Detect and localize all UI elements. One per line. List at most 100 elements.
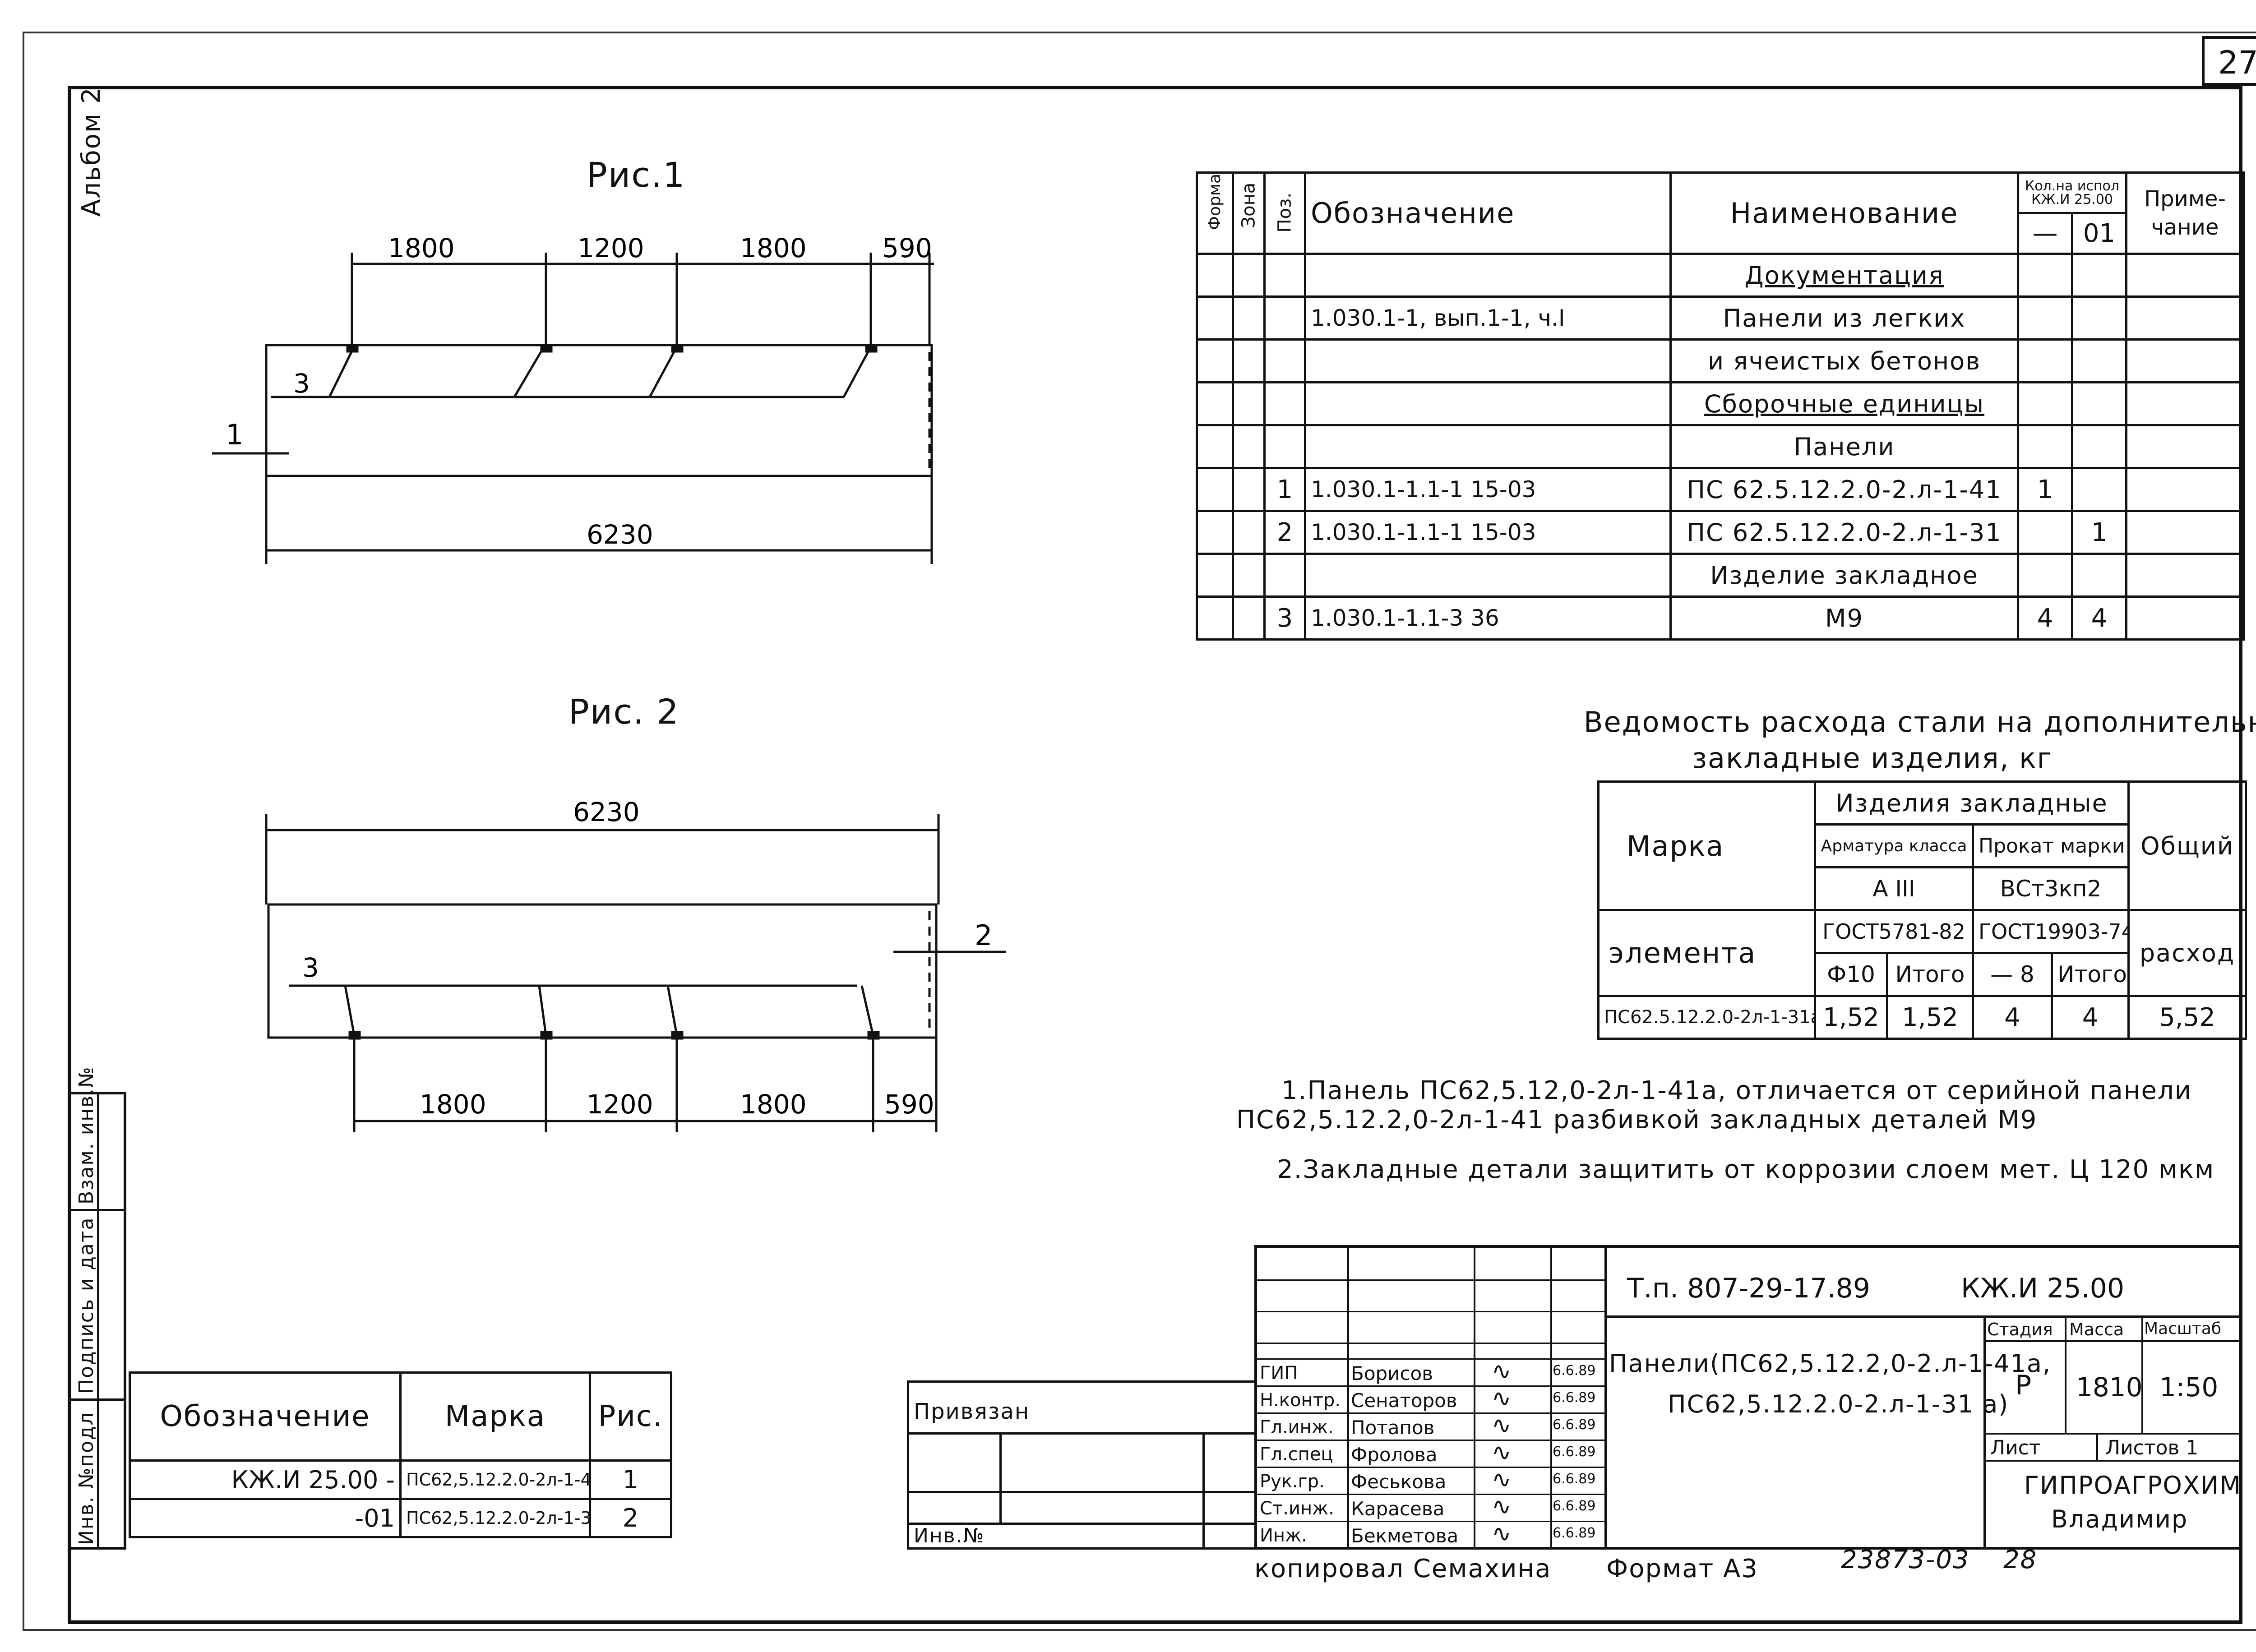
spec-cell-designation — [1304, 253, 1672, 298]
spec-cell-qty-01 — [2071, 338, 2127, 383]
spec-cell-note — [2125, 253, 2245, 298]
stamp-masshtab-h: Масштаб — [2144, 1320, 2222, 1338]
spec-cell-name: и ячеистых бетонов — [1669, 338, 2019, 383]
spec-cell-name: Панели — [1669, 424, 2019, 469]
spec-cell-zone — [1232, 553, 1266, 598]
spec-cell-format — [1196, 381, 1234, 426]
spec-cell-qty-01 — [2071, 424, 2127, 469]
spec-cell-pos: 2 — [1263, 510, 1306, 555]
note-1a: 1.Панель ПС62,5.12,0-2л-1-41а, отличаетс… — [1281, 1076, 2192, 1105]
signature-icon: ∿ — [1492, 1493, 1512, 1520]
privyazan-block: Привязан Инв.№ — [907, 1380, 1257, 1550]
signature-icon: ∿ — [1492, 1385, 1512, 1412]
fig1-panel — [265, 344, 933, 477]
spec-cell-qty-dash: 1 — [2017, 467, 2073, 512]
note-1b: ПС62,5.12.2,0-2л-1-41 разбивкой закладны… — [1236, 1105, 2038, 1135]
spec-cell-zone — [1232, 295, 1266, 341]
spec-cell-name: Сборочные единицы — [1669, 381, 2019, 426]
spec-cell-designation — [1304, 424, 1672, 469]
steel-title-2: закладные изделия, кг — [1692, 742, 2053, 775]
steel-h-armatura: Арматура класса — [1814, 823, 1974, 868]
fig1-callout-3: 3 — [293, 368, 310, 399]
spec-cell-name: Документация — [1669, 253, 2019, 298]
stamp-stadia-h: Стадия — [1987, 1320, 2053, 1339]
spec-cell-designation: 1.030.1-1, вып.1-1, ч.I — [1304, 295, 1672, 341]
spec-h-pos: Поз. — [1263, 171, 1306, 255]
fig2-dim-total: 6230 — [573, 797, 640, 827]
spec-cell-designation: 1.030.1-1.1-3 36 — [1304, 595, 1672, 641]
stamp-person-role: Рук.гр. — [1260, 1471, 1325, 1492]
steel-h-izdelia: Изделия закладные — [1813, 780, 2130, 826]
stamp-person-name: Бекметова — [1351, 1525, 1459, 1547]
steel-row-m8: 4 — [1972, 995, 2053, 1040]
spec-cell-pos — [1263, 381, 1306, 426]
stamp-massa: 1810 — [2076, 1372, 2143, 1403]
spec-cell-designation: 1.030.1-1.1-1 15-03 — [1304, 467, 1672, 512]
spec-cell-zone — [1232, 381, 1266, 426]
fig2-drawing: 6230 2 3 1800 1200 1800 590 — [265, 797, 1006, 1132]
stamp-person-name: Карасева — [1351, 1498, 1445, 1520]
page-number: 27 — [2218, 44, 2256, 81]
stamp-person-row: Инж.Бекметова∿6.6.89 — [1257, 1521, 1604, 1549]
stamp-person-row: Н.контр.Сенаторов∿6.6.89 — [1257, 1385, 1604, 1414]
stamp-person-name: Фролова — [1351, 1444, 1438, 1466]
stamp-person-name: Феськова — [1351, 1471, 1447, 1493]
spec-table: Формат Зона Поз. Обозначение Наименовани… — [1196, 171, 2245, 641]
spec-h-name: Наименование — [1669, 171, 2019, 255]
stamp-stadia: Р — [2015, 1370, 2032, 1401]
album-label: Альбом 2 — [77, 87, 106, 217]
stamp-person-row: Рук.гр.Феськова∿6.6.89 — [1257, 1467, 1604, 1495]
spec-h-format: Формат — [1196, 171, 1234, 255]
ref-table: Обозначение Марка Рис. КЖ.И 25.00 -ПС62,… — [129, 1371, 672, 1538]
fig1-drawing: 1800 1200 1800 590 6230 1 3 — [212, 233, 934, 564]
steel-title-1: Ведомость расхода стали на дополнительны… — [1584, 706, 2256, 738]
steel-h-vst: ВСт3кп2 — [1971, 866, 2130, 911]
spec-cell-name: Панели из легких — [1669, 295, 2019, 341]
podpis-data-label: Подпись и дата — [75, 1217, 98, 1394]
stamp-massa-h: Масса — [2069, 1320, 2124, 1339]
spec-cell-pos — [1263, 424, 1306, 469]
spec-cell-qty-dash — [2017, 553, 2073, 598]
stamp-masshtab: 1:50 — [2159, 1372, 2219, 1403]
steel-h-itogo1: Итого — [1886, 952, 1974, 997]
stamp-person-row: Ст.инж.Карасева∿6.6.89 — [1257, 1494, 1604, 1522]
stamp-person-date: 6.6.89 — [1553, 1390, 1596, 1406]
fig1-dim-4: 590 — [882, 233, 932, 263]
fig2-callout-3: 3 — [302, 952, 319, 983]
page-handwritten: 28 — [2003, 1545, 2038, 1574]
spec-cell-name: М9 — [1669, 595, 2019, 641]
fig2-title: Рис. 2 — [569, 692, 680, 732]
stamp-list: Лист — [1990, 1436, 2041, 1459]
spec-cell-pos: 1 — [1263, 467, 1306, 512]
spec-h-zone: Зона — [1232, 171, 1266, 255]
spec-h-qty: Кол.на испол КЖ.И 25.00 — [2017, 171, 2127, 214]
spec-h-designation: Обозначение — [1304, 171, 1672, 255]
stamp-code2: КЖ.И 25.00 — [1961, 1273, 2125, 1304]
steel-h-marka: Марка — [1597, 780, 1816, 911]
stamp-person-date: 6.6.89 — [1553, 1498, 1596, 1514]
steel-h-phi10: Ф10 — [1814, 952, 1888, 997]
spec-cell-format — [1196, 595, 1234, 641]
spec-cell-format — [1196, 295, 1234, 341]
vzam-inv-label: Взам. инв.№ — [75, 1066, 98, 1204]
spec-cell-pos: 3 — [1263, 595, 1306, 641]
fig1-dim-1: 1800 — [388, 233, 455, 263]
signature-icon: ∿ — [1492, 1358, 1512, 1385]
stamp-person-date: 6.6.89 — [1553, 1444, 1596, 1460]
spec-row: Сборочные единицы — [1196, 381, 2245, 426]
spec-cell-note — [2125, 338, 2245, 383]
spec-cell-qty-01 — [2071, 381, 2127, 426]
fig1-dim-total: 6230 — [587, 519, 653, 550]
spec-cell-note — [2125, 510, 2245, 555]
spec-row: Изделие закладное — [1196, 553, 2245, 598]
steel-h-gost2: ГОСТ19903-74 — [1971, 909, 2130, 954]
spec-cell-pos — [1263, 295, 1306, 341]
fig1-title: Рис.1 — [587, 155, 686, 195]
spec-cell-designation — [1304, 338, 1672, 383]
stamp-person-role: ГИП — [1260, 1363, 1298, 1384]
spec-cell-format — [1196, 510, 1234, 555]
